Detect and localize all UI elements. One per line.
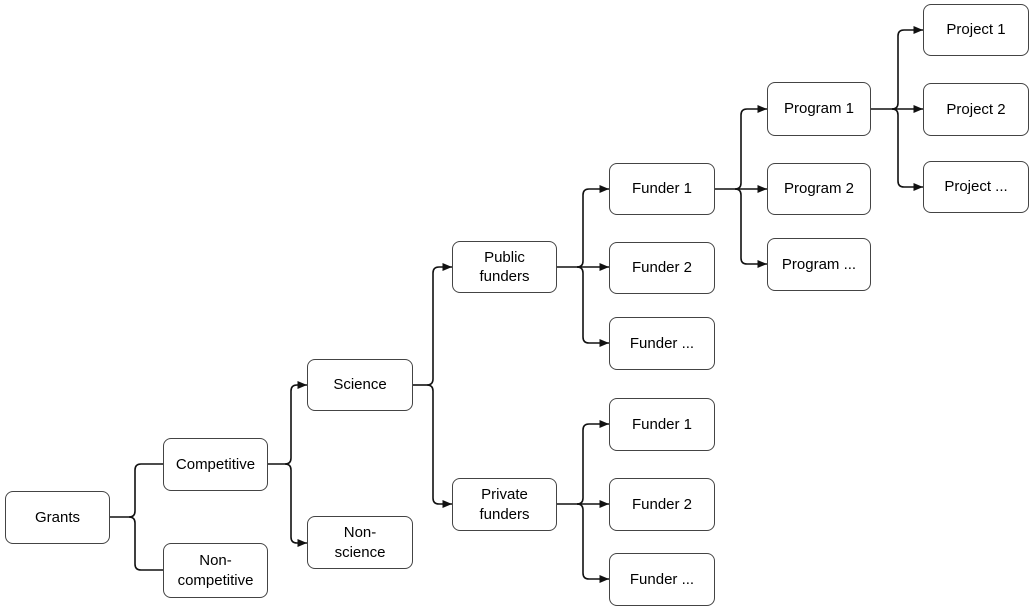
node-private-funder-1: Funder 1: [609, 398, 715, 451]
node-program-1: Program 1: [767, 82, 871, 136]
edge-grants-non-competitive: [128, 516, 163, 571]
node-competitive: Competitive: [163, 438, 268, 491]
edge-science-public-funders: [426, 263, 452, 386]
node-program-2: Program 2: [767, 163, 871, 215]
node-private-funder-more: Funder ...: [609, 553, 715, 606]
node-project-1: Project 1: [923, 4, 1029, 56]
node-public-funder-1: Funder 1: [609, 163, 715, 215]
edge-competitive-science: [284, 381, 307, 465]
edge-public-funders-funder1: [576, 185, 609, 268]
edge-program1-project1: [891, 26, 923, 110]
node-public-funders: Public funders: [452, 241, 557, 293]
edge-funder1-program-more: [734, 188, 767, 268]
edge-funder1-program1: [734, 105, 767, 190]
edge-private-funders-funder-more: [576, 503, 609, 583]
edge-science-private-funders: [426, 384, 452, 508]
edge-private-funders-funder1: [576, 420, 609, 505]
edge-public-funders-funder-more: [576, 266, 609, 347]
node-private-funder-2: Funder 2: [609, 478, 715, 531]
node-program-more: Program ...: [767, 238, 871, 291]
node-non-science: Non- science: [307, 516, 413, 569]
node-project-more: Project ...: [923, 161, 1029, 213]
edge-program1-project-more: [891, 108, 923, 191]
edge-grants-competitive: [128, 463, 163, 518]
node-grants: Grants: [5, 491, 110, 544]
node-private-funders: Private funders: [452, 478, 557, 531]
node-non-competitive: Non- competitive: [163, 543, 268, 598]
node-public-funder-2: Funder 2: [609, 242, 715, 294]
node-public-funder-more: Funder ...: [609, 317, 715, 370]
node-project-2: Project 2: [923, 83, 1029, 136]
edge-competitive-non-science: [284, 463, 307, 547]
node-science: Science: [307, 359, 413, 411]
